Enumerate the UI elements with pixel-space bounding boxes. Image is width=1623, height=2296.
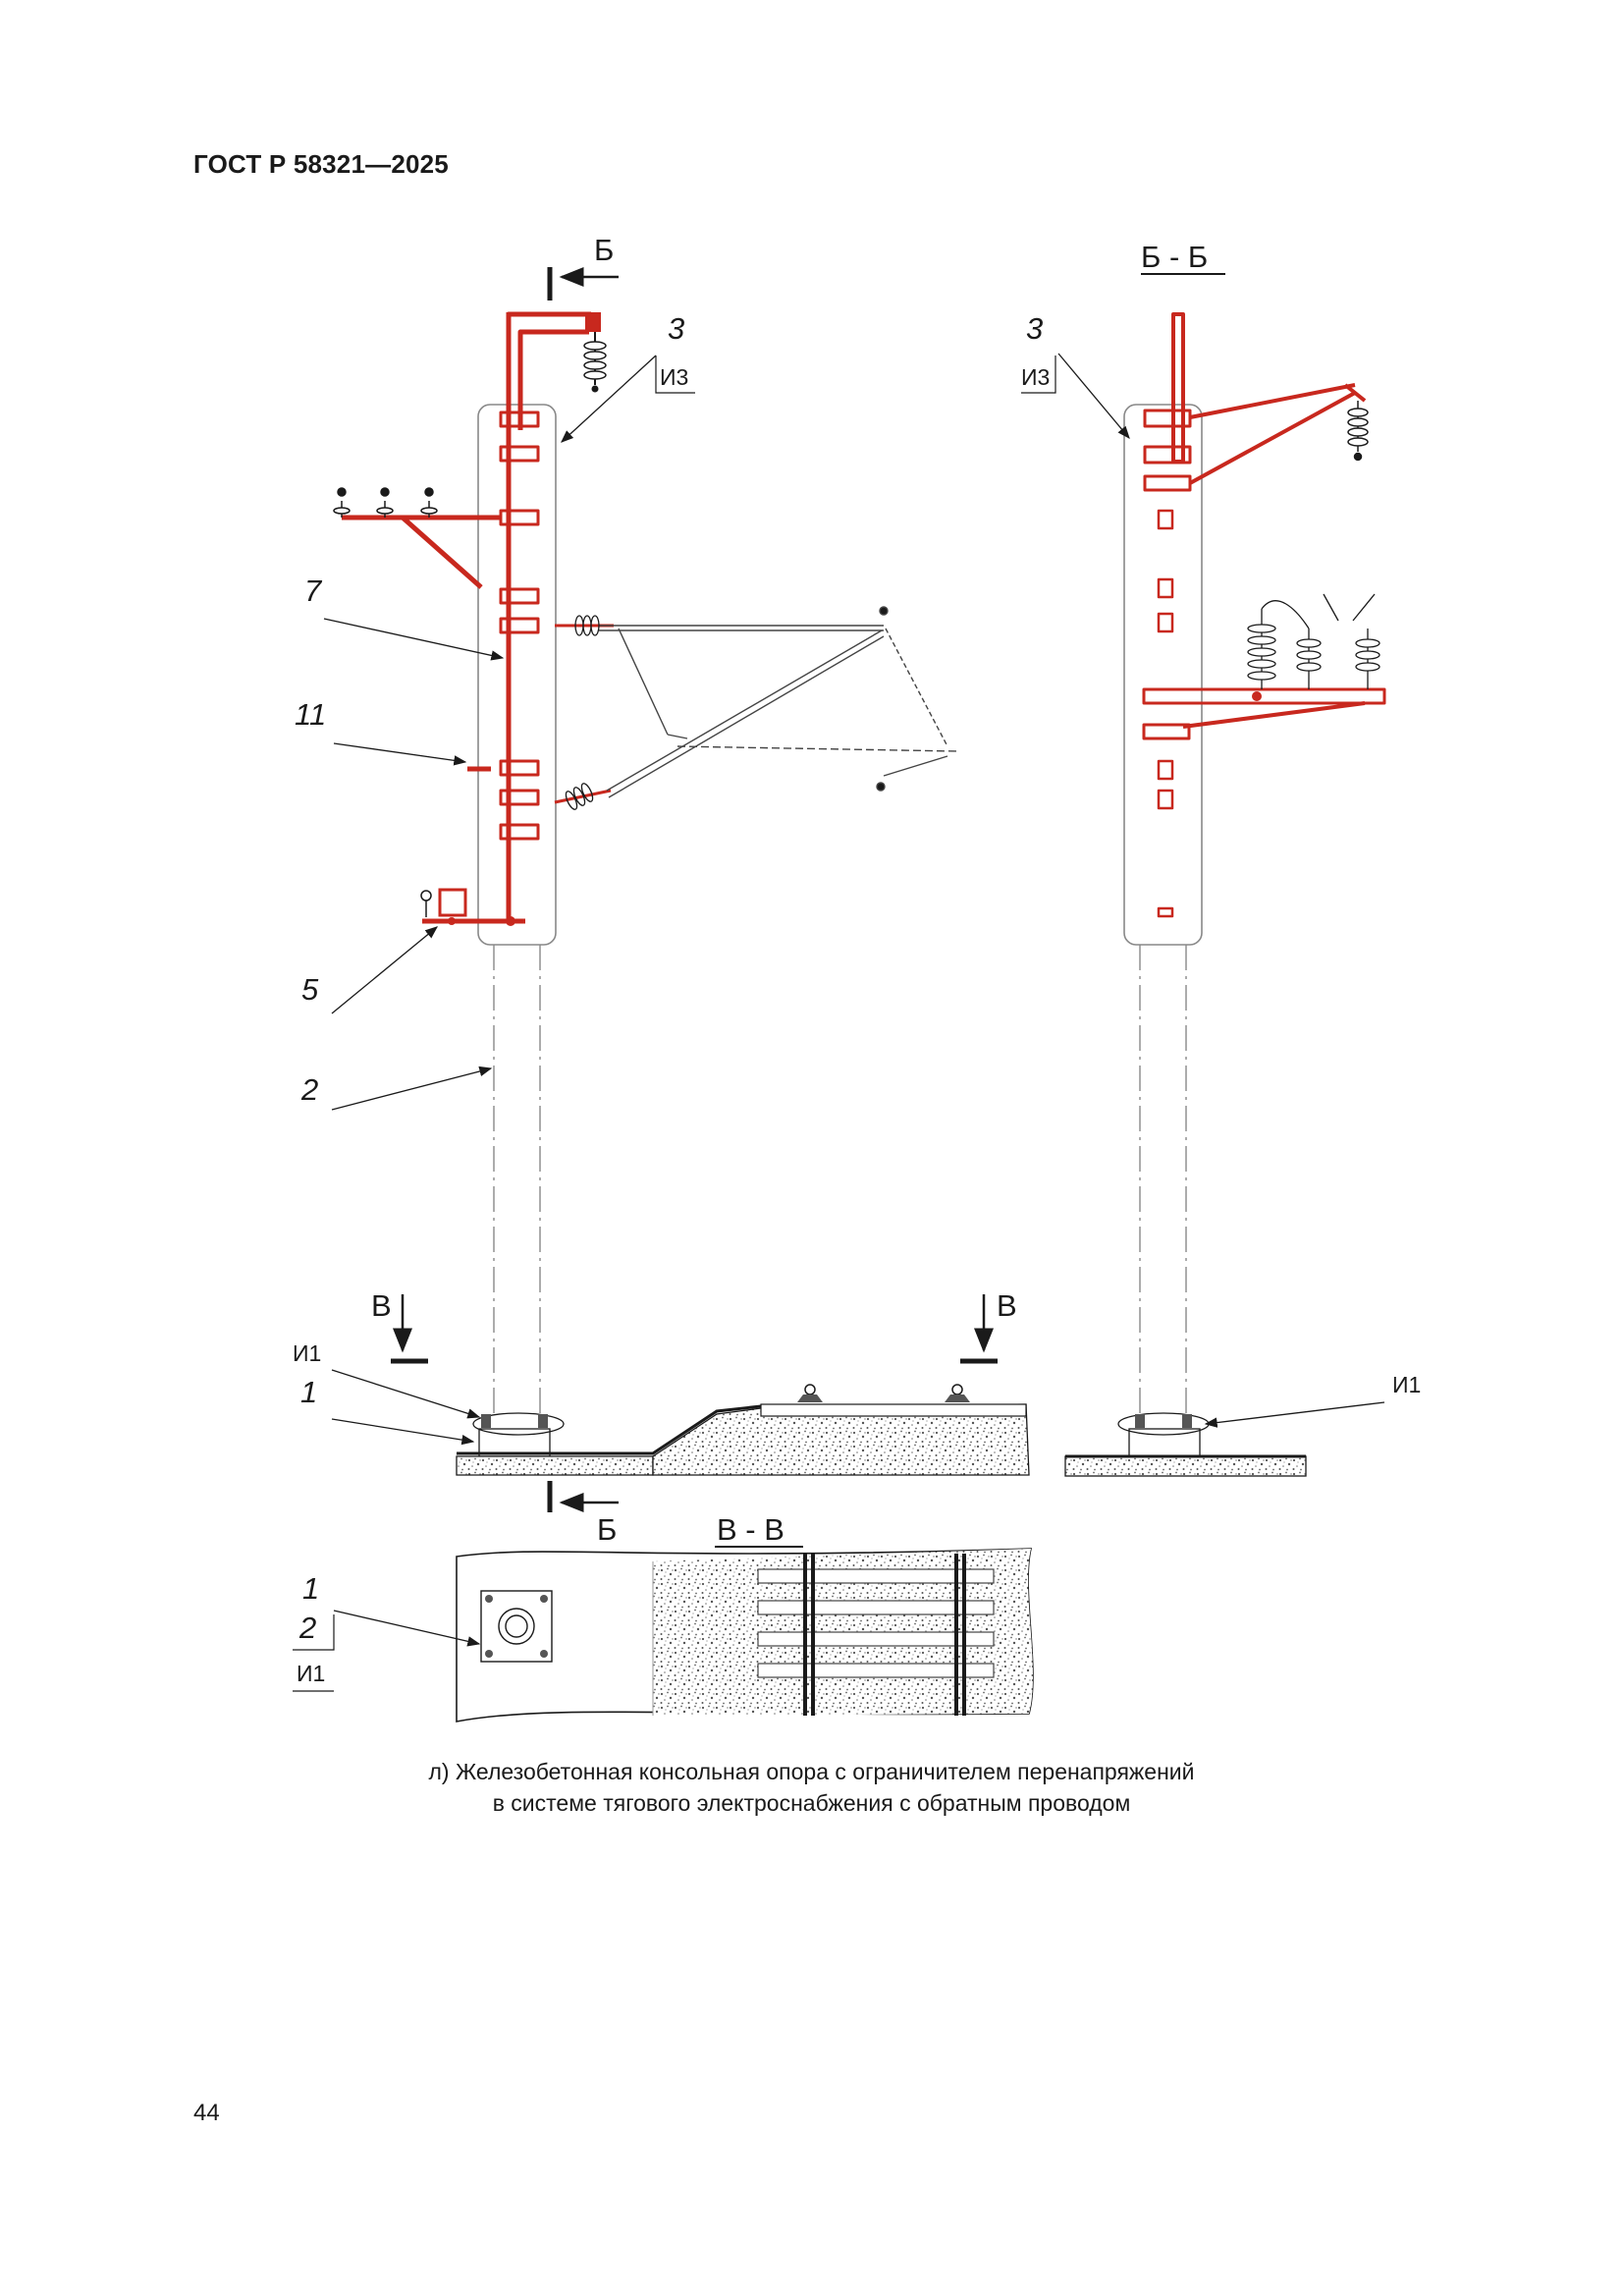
svg-text:3: 3 — [668, 311, 684, 346]
section-mark-b-bottom: Б — [547, 1481, 619, 1547]
section-mark-v-right: В — [960, 1288, 1017, 1364]
figure-caption-line1: л) Железобетонная консольная опора с огр… — [428, 1759, 1195, 1784]
plan-view: В - В 1 2 И1 — [293, 1512, 1034, 1722]
callout-2: 2 — [300, 1066, 493, 1111]
svg-text:И1: И1 — [297, 1661, 325, 1686]
section-title-vv: В - В — [717, 1512, 784, 1547]
cantilever — [554, 606, 958, 810]
pole-shaft — [493, 945, 541, 1416]
svg-text:2: 2 — [298, 1611, 316, 1645]
side-view: Б - Б — [1021, 240, 1421, 1477]
rail-right — [945, 1384, 970, 1402]
page-number: 44 — [193, 2100, 220, 2126]
section-mark-b-top: Б — [547, 233, 619, 301]
svg-text:11: 11 — [295, 697, 326, 732]
callout-i1-base: И1 1 — [293, 1340, 481, 1446]
svg-text:5: 5 — [301, 972, 319, 1007]
svg-text:7: 7 — [304, 574, 323, 608]
svg-text:1: 1 — [300, 1375, 317, 1409]
side-code-i1: И1 — [1392, 1372, 1421, 1397]
callout-3: 3 И3 — [561, 311, 695, 443]
side-callout-3: 3 И3 — [1021, 311, 1130, 439]
svg-text:1: 1 — [302, 1571, 319, 1606]
surge-arrester — [420, 888, 515, 926]
svg-text:В: В — [371, 1288, 392, 1323]
svg-text:2: 2 — [300, 1072, 318, 1107]
front-view: Б — [293, 233, 1030, 1547]
grounding-conductor — [342, 311, 591, 924]
document-code: ГОСТ Р 58321—2025 — [193, 149, 449, 179]
plan-callouts: 1 2 И1 — [293, 1571, 481, 1692]
pole-upper — [477, 404, 557, 946]
section-letter: Б — [594, 233, 614, 267]
callout-7: 7 — [304, 574, 505, 661]
section-title-bb: Б - Б — [1141, 240, 1208, 274]
callout-11: 11 — [295, 697, 467, 766]
figure-caption-line2: в системе тягового электроснабжения с об… — [492, 1790, 1131, 1816]
section-mark-v-left: В — [371, 1288, 428, 1364]
svg-text:В: В — [997, 1288, 1017, 1323]
svg-text:3: 3 — [1026, 311, 1043, 346]
side-foundation: И1 — [1064, 1372, 1421, 1477]
callout-5: 5 — [301, 926, 439, 1014]
foundation — [456, 1384, 1030, 1476]
rail-left — [797, 1384, 823, 1402]
svg-text:И1: И1 — [293, 1340, 321, 1366]
feeder-insulators — [333, 487, 438, 518]
code-i3: И3 — [660, 364, 688, 390]
svg-text:Б: Б — [597, 1512, 617, 1547]
side-code-i3: И3 — [1021, 364, 1050, 390]
plan-foundation — [480, 1590, 553, 1663]
top-insulator — [583, 312, 607, 393]
